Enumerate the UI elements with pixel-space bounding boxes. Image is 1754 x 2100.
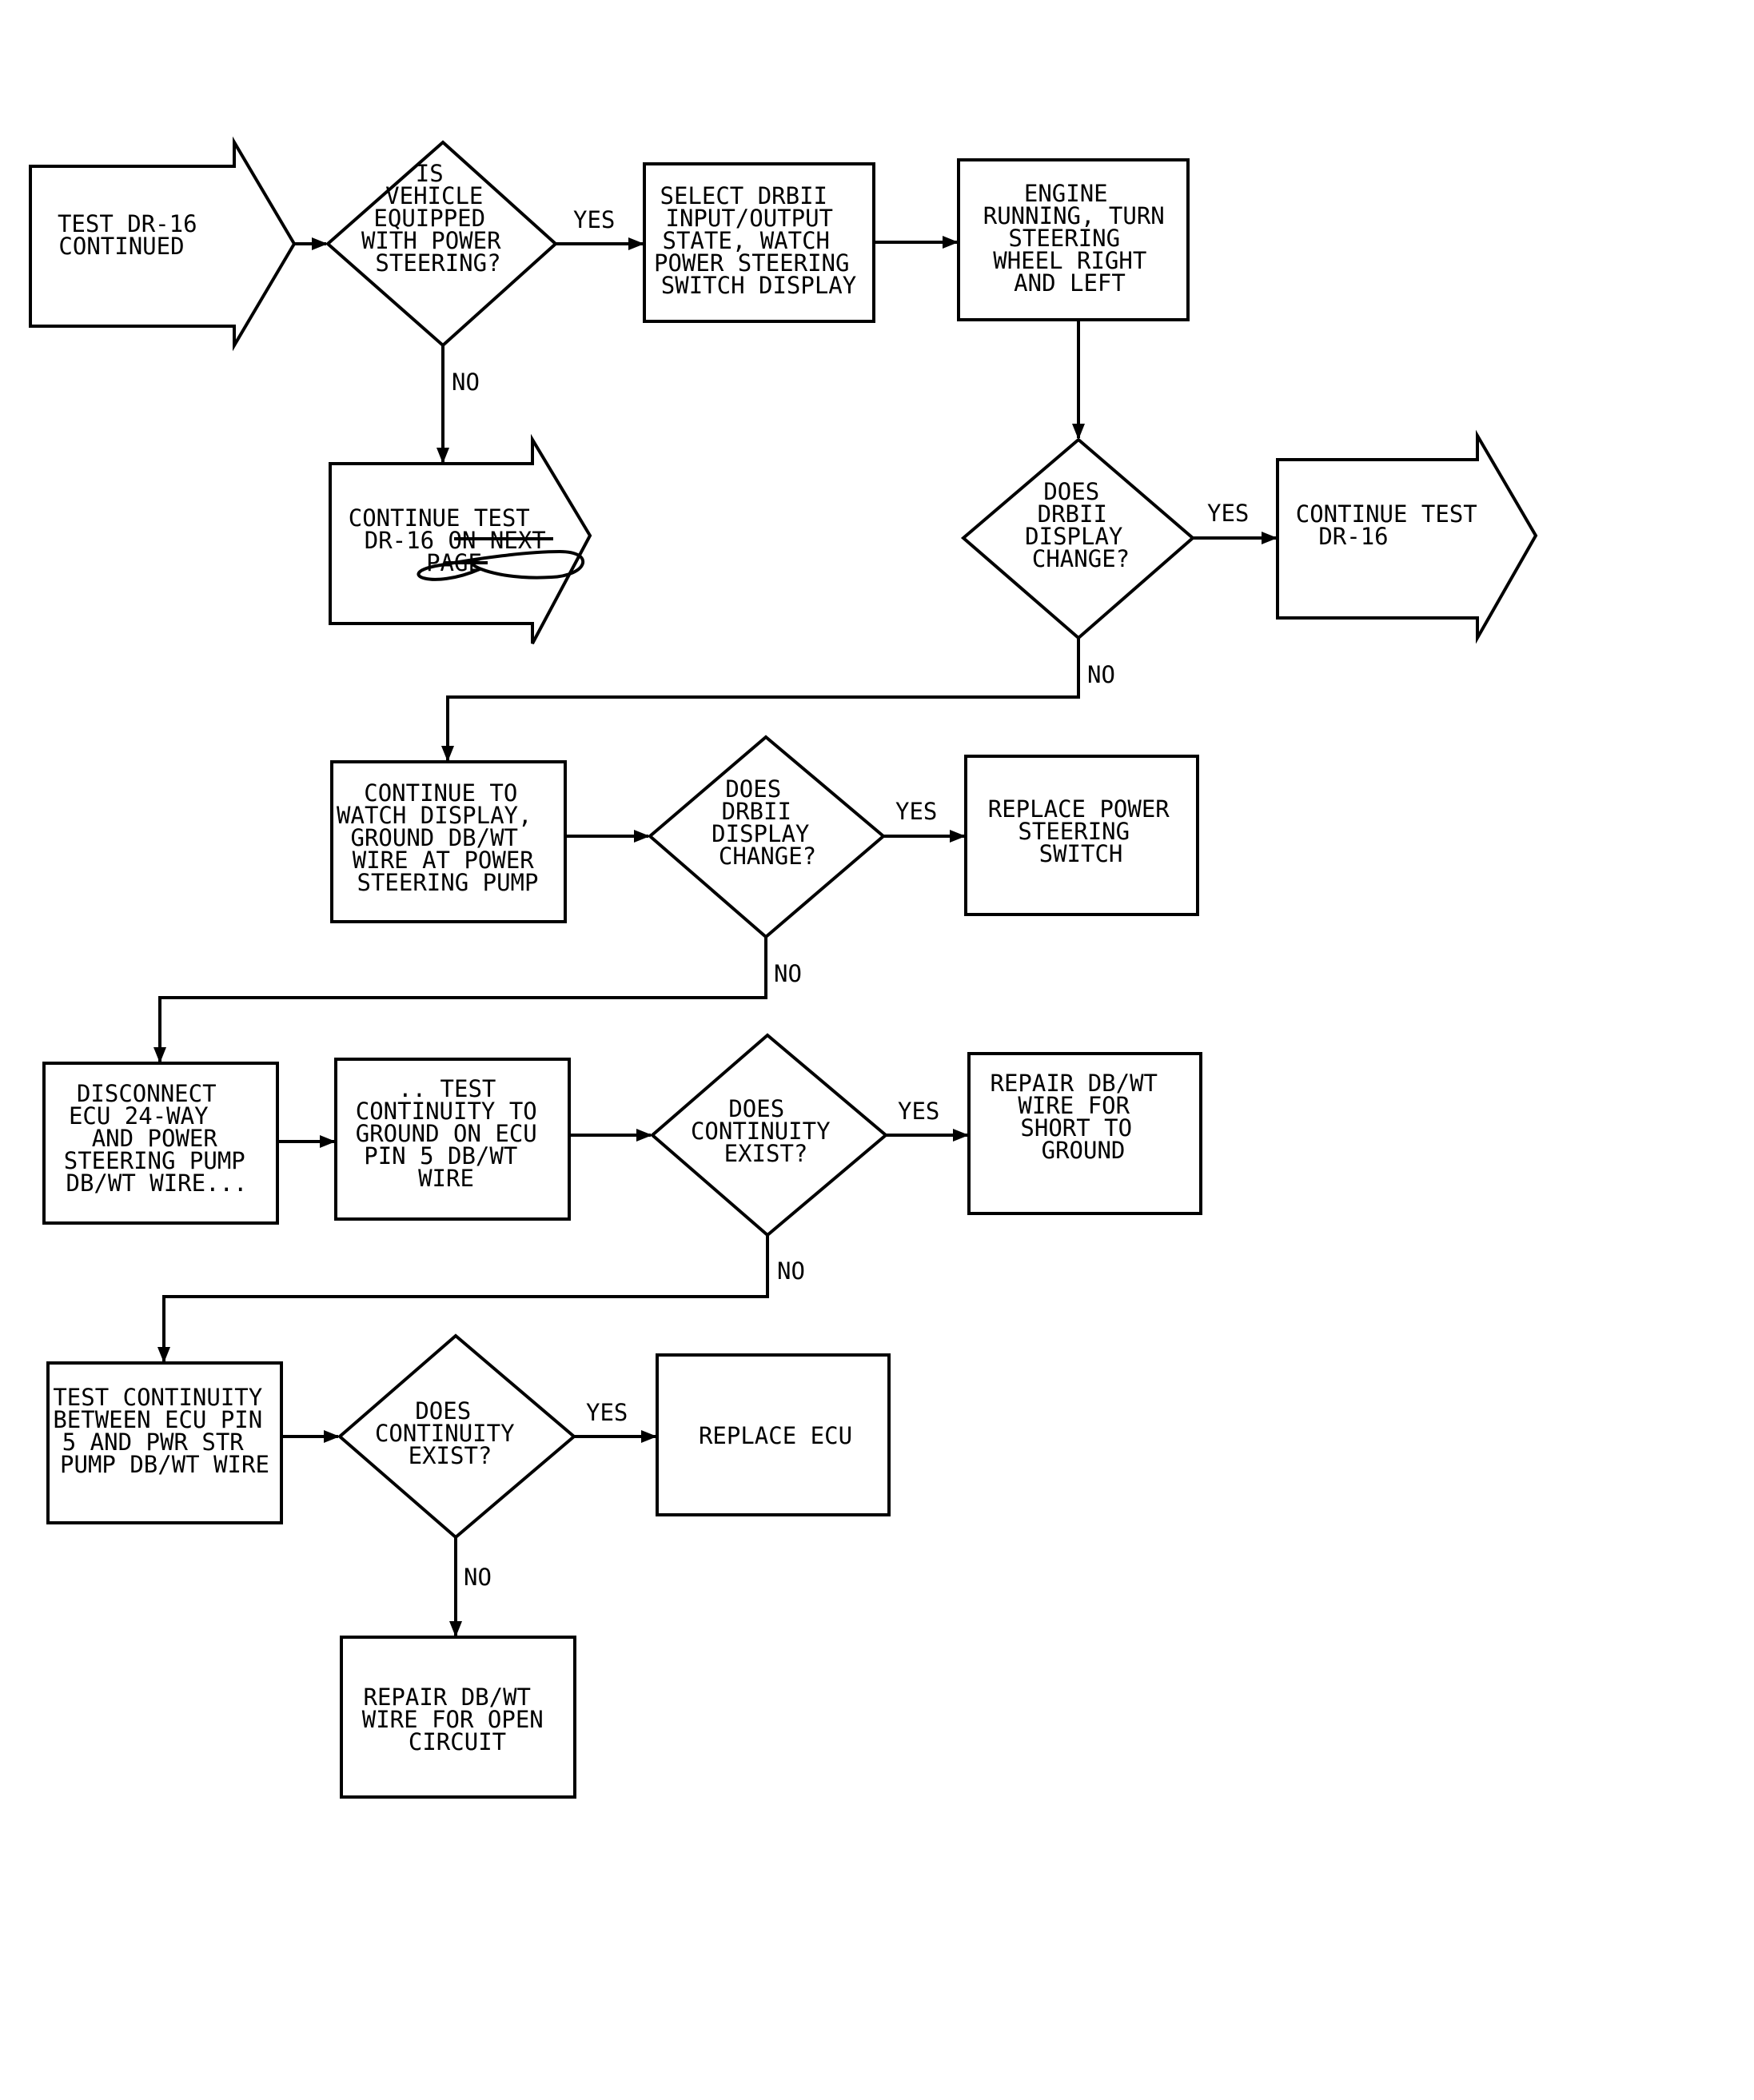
node-cont-next — [329, 433, 592, 644]
replace-sw-text: REPLACE POWER STEERING SWITCH — [988, 795, 1183, 867]
q-power-text: IS VEHICLE EQUIPPED WITH POWER STEERING? — [361, 160, 515, 277]
no-label: NO — [777, 1257, 805, 1285]
no-label: NO — [774, 960, 802, 987]
edge-qc1-testbetween — [157, 1235, 769, 1363]
repair-short-text: REPAIR DB/WT WIRE FOR SHORT TO GROUND — [991, 1070, 1172, 1164]
replace-ecu-text: REPLACE ECU — [699, 1422, 852, 1449]
q-change1-text: DOES DRBII DISPLAY CHANGE? — [1025, 478, 1137, 572]
node-disconnect — [42, 1062, 279, 1225]
select-drb-text: SELECT DRBII INPUT/OUTPUT STATE, WATCH P… — [654, 182, 863, 299]
node-engine — [957, 158, 1190, 321]
no-label: NO — [1087, 661, 1115, 688]
no-label: NO — [464, 1564, 492, 1591]
test-between-text: TEST CONTINUITY BETWEEN ECU PIN 5 AND PW… — [53, 1384, 276, 1478]
yes-label: YES — [895, 798, 937, 825]
node-watch — [330, 760, 567, 923]
node-repair-short — [967, 1052, 1202, 1215]
yes-label: YES — [1207, 500, 1249, 527]
engine-text: ENGINE RUNNING, TURN STEERING WHEEL RIGH… — [983, 180, 1178, 297]
q-cont1-text: DOES CONTINUITY EXIST? — [691, 1095, 844, 1167]
yes-label: YES — [573, 206, 615, 233]
test-gnd-text: .. TEST CONTINUITY TO GROUND ON ECU PIN … — [356, 1075, 551, 1192]
edge-q1-watch — [441, 638, 1080, 762]
node-repair-open — [340, 1636, 576, 1799]
disconnect-text: DISCONNECT ECU 24-WAY AND POWER STEERING… — [64, 1080, 259, 1197]
node-test-between — [46, 1361, 283, 1524]
node-start — [29, 136, 297, 352]
edge-q2-disconnect — [153, 937, 767, 1063]
node-select-drb — [643, 162, 875, 323]
watch-text: CONTINUE TO WATCH DISPLAY, GROUND DB/WT … — [337, 779, 548, 896]
node-test-gnd — [334, 1058, 571, 1221]
no-label: NO — [452, 369, 480, 396]
q-cont2-text: DOES CONTINUITY EXIST? — [375, 1397, 528, 1469]
start-text: TEST DR-16 CONTINUED — [58, 210, 211, 260]
node-replace-sw — [964, 755, 1199, 916]
node-replace-ecu — [656, 1353, 891, 1516]
cont-test-text: CONTINUE TEST DR-16 — [1296, 500, 1491, 550]
repair-open-text: REPAIR DB/WT WIRE FOR OPEN CIRCUIT — [362, 1684, 557, 1755]
yes-label: YES — [586, 1399, 628, 1426]
q-change2-text: DOES DRBII DISPLAY CHANGE? — [712, 775, 823, 870]
yes-label: YES — [898, 1098, 939, 1125]
node-cont-test — [1276, 429, 1538, 644]
strikethrough-scribble — [417, 537, 585, 581]
